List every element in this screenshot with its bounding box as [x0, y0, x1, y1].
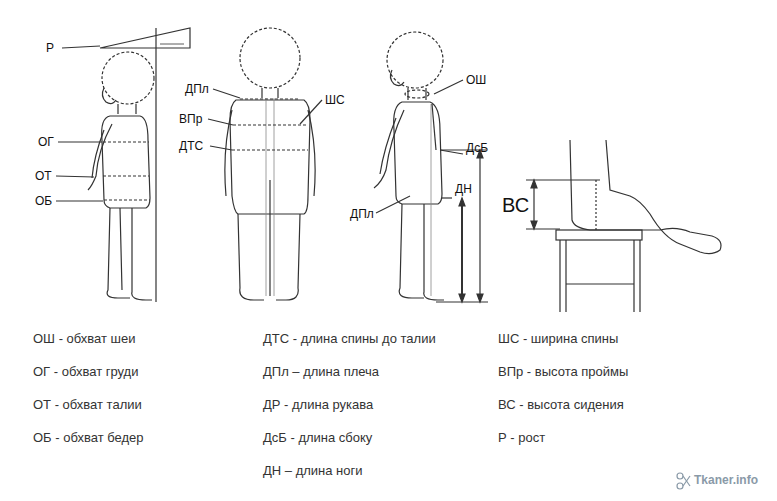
legend-note: ОГ - обхват груди [33, 364, 138, 380]
dimension-label: ДПл [350, 206, 374, 222]
legend-note: Р - рост [498, 430, 545, 446]
legend-note: ДР - длина рукава [263, 397, 373, 413]
dimension-label: ВС [502, 194, 529, 216]
dimension-label: ОТ [35, 168, 52, 184]
seated-leg-figure [526, 140, 721, 312]
dimension-label: Р [46, 40, 54, 56]
dimension-label: ОБ [35, 193, 52, 209]
dimension-label: ВПр [179, 111, 202, 127]
child-back-figure [208, 28, 322, 300]
dimension-label: ДТС [179, 138, 203, 154]
legend-note: ДН – длина ноги [263, 463, 363, 479]
legend-note: ДТС - длина спины до талии [263, 331, 436, 347]
legend-note: ВС - высота сидения [498, 397, 624, 413]
child-side-figure [56, 28, 190, 302]
dimension-label: ДсБ [466, 140, 488, 156]
dimension-label: ДПл [185, 81, 209, 97]
watermark: Tkaner.info [694, 472, 758, 488]
child-side-figure-2 [374, 32, 488, 302]
legend-note: ВПр - высота проймы [498, 364, 628, 380]
dimension-label: ОШ [466, 72, 486, 88]
dimension-label: ДН [455, 181, 472, 197]
watermark-scissors [677, 473, 690, 489]
legend-note: ДПл – длина плеча [263, 364, 379, 380]
dimension-label: ОГ [38, 134, 54, 150]
dimension-label: ШС [325, 92, 345, 108]
legend-note: ОТ - обхват талии [33, 397, 142, 413]
legend-note: ДсБ - длина сбоку [263, 430, 372, 446]
legend-note: ШС - ширина спины [498, 331, 618, 347]
legend-note: ОБ - обхват бедер [33, 430, 144, 446]
legend-note: ОШ - обхват шеи [33, 331, 136, 347]
